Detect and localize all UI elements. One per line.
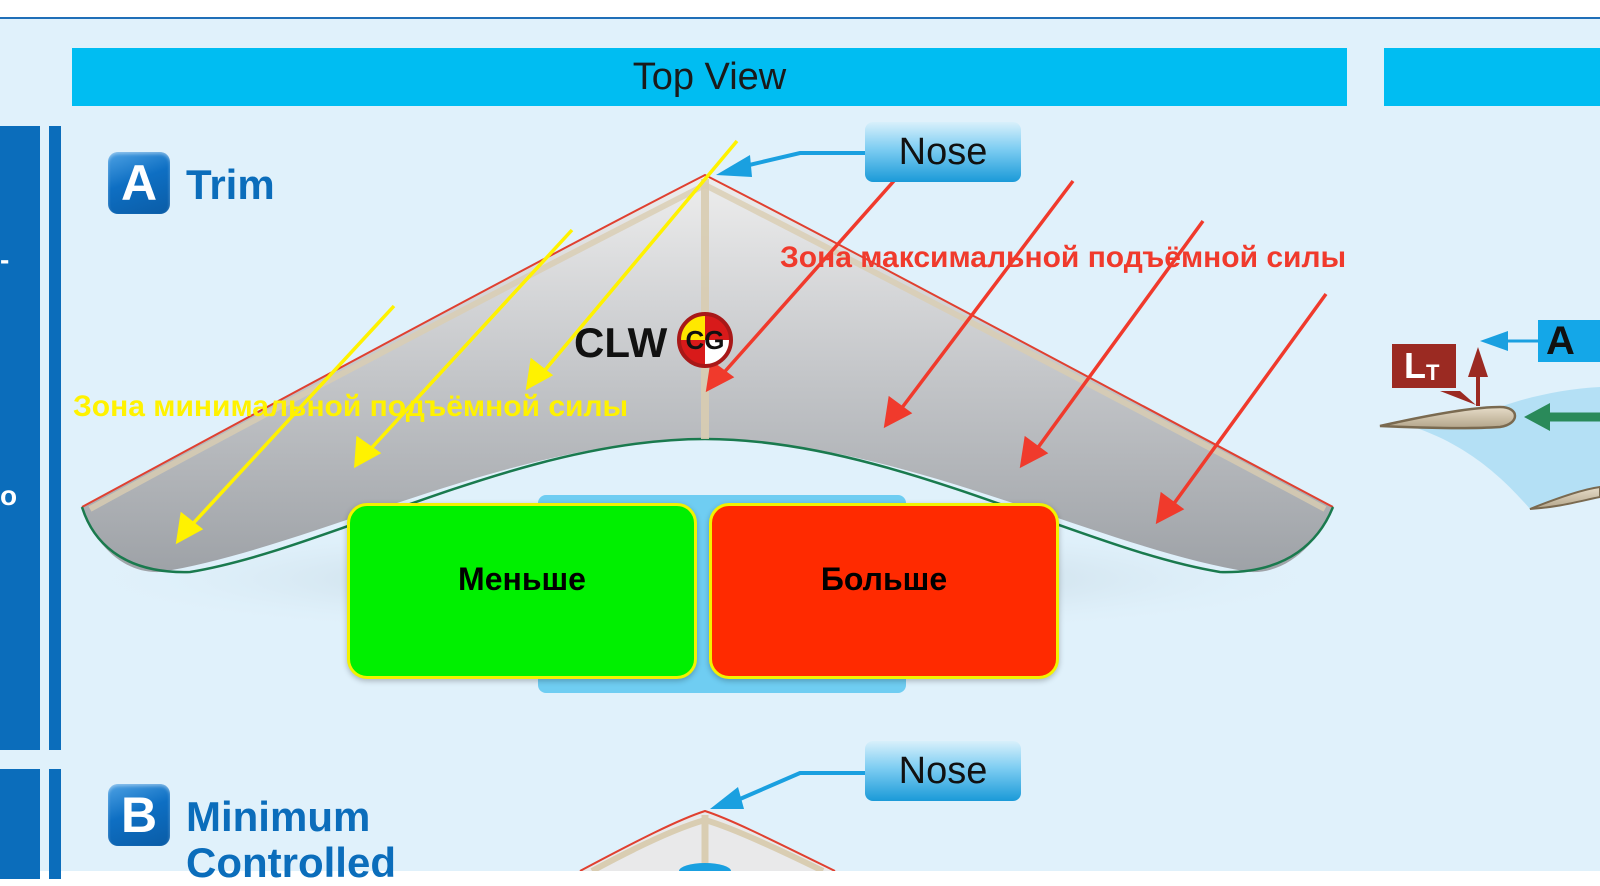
- yellow-arrow-2: [364, 228, 574, 456]
- section-b-label-line1: Minimum: [186, 793, 371, 840]
- section-b-badge: B: [108, 784, 170, 846]
- nose-pointer-b-head: [710, 787, 744, 809]
- more-lift-label: Больше: [820, 560, 948, 597]
- yellow-arrow-3: [538, 139, 739, 378]
- red-arrow-4-head: [1155, 491, 1185, 525]
- red-arrow-4: [1168, 292, 1328, 511]
- yellow-arrow-1: [186, 304, 396, 531]
- leading-edge: [81, 173, 1334, 508]
- section-a-title: A Trim: [108, 152, 275, 214]
- less-lift-label: Меньше: [458, 560, 586, 597]
- top-view-header: Top View: [72, 48, 1347, 106]
- yellow-arrow-3-head: [525, 357, 554, 391]
- lt-callout-tail: [1440, 391, 1476, 405]
- nose-label-a: Nose: [865, 122, 1021, 182]
- lt-subscript: T: [1426, 360, 1440, 385]
- red-arrow-3-head: [1019, 435, 1049, 469]
- left-band-section-a: - o: [0, 126, 40, 750]
- band-glyph-mid: o: [0, 480, 18, 511]
- cg-label: CG: [685, 324, 725, 355]
- nose-pointer-a: [744, 151, 866, 168]
- band-glyph-top: -: [0, 244, 10, 275]
- nose-label-b-text: Nose: [898, 749, 988, 792]
- min-lift-arrows: [175, 139, 739, 545]
- red-arrow-1-head: [705, 359, 735, 393]
- nose-label-a-text: Nose: [898, 130, 988, 173]
- side-view-airflow: [1400, 387, 1600, 509]
- side-view-header: [1384, 48, 1600, 106]
- left-band-thin-a: [49, 126, 61, 750]
- more-lift-box: Больше: [709, 503, 1059, 679]
- less-lift-box: Меньше: [347, 503, 697, 679]
- yellow-arrow-2-head: [354, 435, 382, 469]
- max-lift-zone-label: Зона максимальной подъёмной силы: [780, 241, 1347, 274]
- lt-label: L: [1404, 345, 1426, 386]
- red-arrow-2-head: [883, 395, 913, 429]
- a-pointer-head: [1480, 331, 1508, 351]
- clw-label: CLW: [574, 319, 668, 366]
- section-a-label: Trim: [186, 161, 275, 208]
- diagram-canvas: Top View - o A Trim: [0, 17, 1600, 886]
- red-arrow-2: [896, 179, 1075, 415]
- a-tag-label: A: [1538, 320, 1600, 362]
- cg-marker: CG: [677, 312, 733, 368]
- section-a-badge: A: [108, 152, 170, 214]
- left-band-section-b: [0, 769, 40, 879]
- nose-pointer-a-head: [716, 155, 752, 177]
- section-b-title: B Minimum Controlled: [108, 784, 396, 886]
- glider-diagram-svg: [65, 127, 1600, 871]
- section-b-label-line2: Controlled: [186, 839, 396, 886]
- nose-label-b: Nose: [865, 741, 1021, 801]
- leading-edge-b: [579, 809, 836, 871]
- top-view-title: Top View: [632, 55, 787, 98]
- min-lift-zone-label: Зона минимальной подъёмной силы: [73, 390, 629, 423]
- lt-callout: L T: [1392, 344, 1456, 388]
- section-b-label: Minimum Controlled: [186, 784, 396, 886]
- drag-arrow-head: [1524, 403, 1550, 431]
- red-arrow-3: [1032, 219, 1205, 455]
- side-view-airfoil: [1379, 405, 1517, 430]
- nose-pointer-b: [739, 771, 866, 801]
- lt-arrow-head: [1468, 347, 1488, 377]
- side-view-airfoil-lower: [1529, 485, 1600, 510]
- yellow-arrow-1-head: [175, 511, 204, 545]
- left-band-thin-b: [49, 769, 61, 879]
